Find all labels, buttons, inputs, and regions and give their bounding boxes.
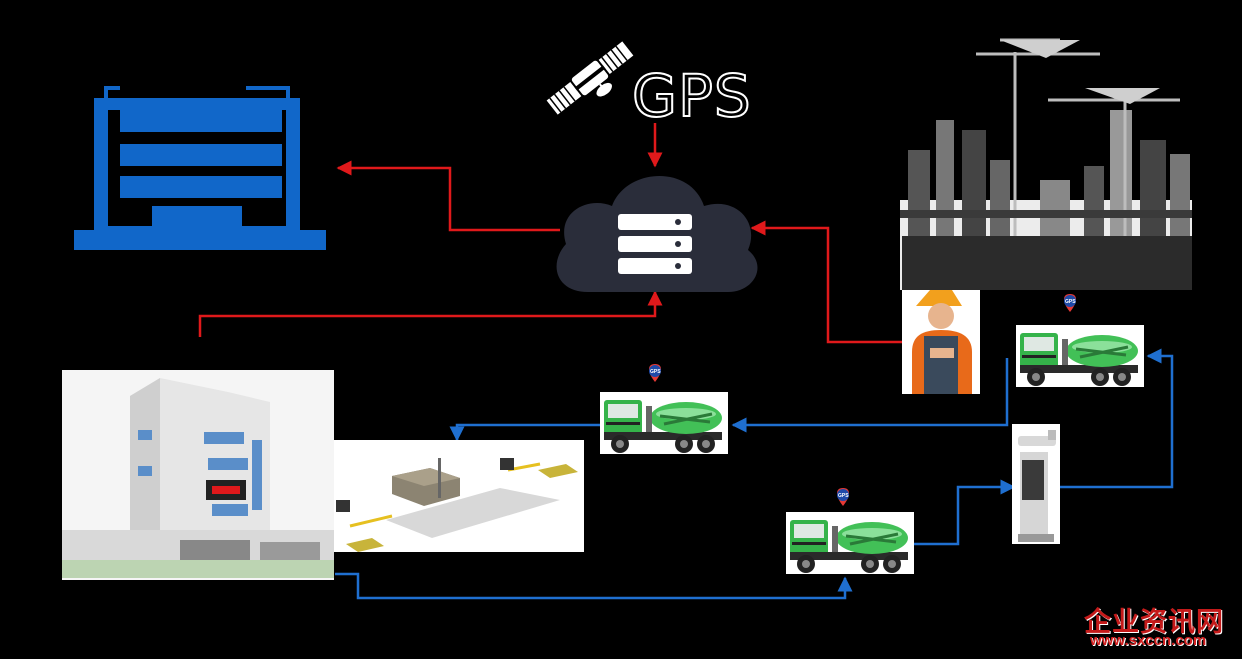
terminal-to-site-arrow [1058, 348, 1174, 489]
cloud-server-icon [556, 175, 758, 292]
plant-to-cloud-arrow [198, 290, 663, 337]
truck-gps-label: GPS [838, 493, 849, 499]
truck-gps-label: GPS [1065, 299, 1076, 305]
parking-terminal-icon [1012, 424, 1060, 544]
truck-gps-label: GPS [650, 369, 661, 375]
watermark-url: www.sxccn.com [1090, 632, 1207, 649]
data-flow-lines [198, 123, 903, 344]
concrete-plant-icon [62, 370, 334, 580]
watermark-title: 企业资讯网 [1084, 607, 1224, 638]
worker-icon [902, 290, 980, 394]
weighbridge-icon [334, 440, 584, 552]
construction-site-icon [900, 38, 1192, 290]
gps-label: GPS [631, 61, 752, 131]
return-to-scale-arrow [449, 423, 600, 442]
plant-to-truck-arrow [335, 572, 853, 600]
site-to-return-truck-arrow [731, 358, 1009, 433]
truck-to-terminal-arrow [902, 479, 1016, 546]
vehicle-flow-lines [335, 348, 1174, 600]
worker-to-cloud-arrow [750, 220, 903, 344]
mixer-truck-icon [598, 323, 1146, 576]
satellite-icon [546, 41, 634, 115]
cloud-to-headquarters-arrow [336, 160, 560, 232]
headquarters-building-icon [74, 86, 326, 250]
